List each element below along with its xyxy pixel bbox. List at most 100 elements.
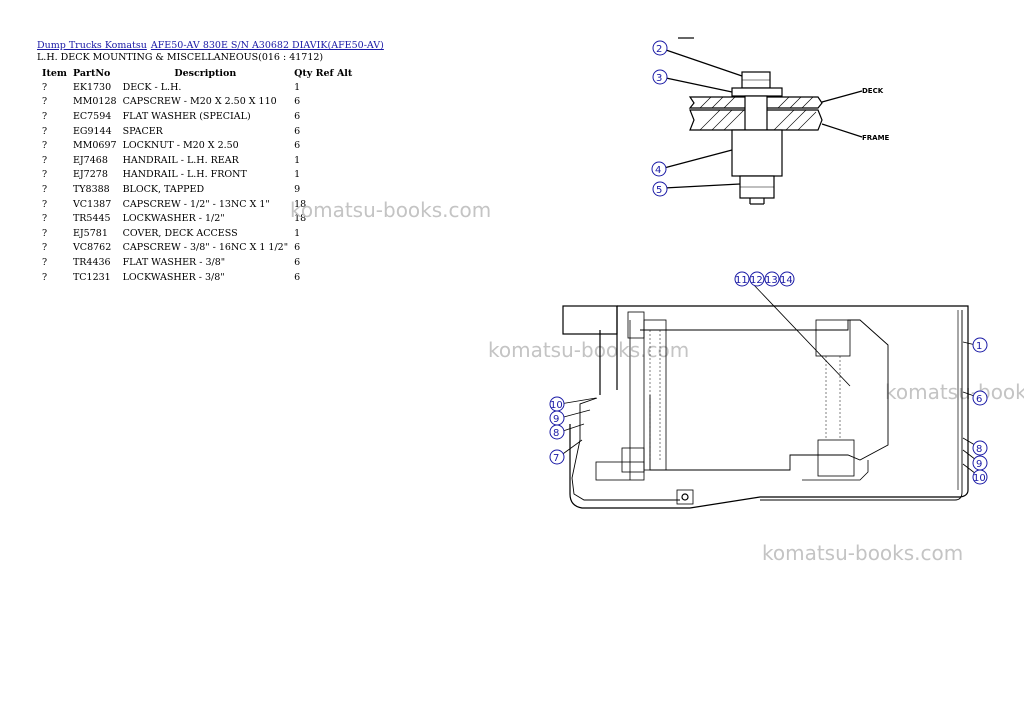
table-row: ? TR4436 FLAT WASHER - 3/8" 6 xyxy=(37,255,355,270)
cell-partno: VC1387 xyxy=(72,198,112,210)
cell-item: ? xyxy=(42,96,48,108)
cell-description: LOCKNUT - M20 X 2.50 xyxy=(122,140,239,152)
cell-partno: TR4436 xyxy=(72,256,111,268)
table-row: ? EJ7278 HANDRAIL - L.H. FRONT 1 xyxy=(37,168,355,183)
callout-1-right: 1 xyxy=(976,341,982,352)
cell-qty: 1 xyxy=(294,154,301,166)
cell-qty: 6 xyxy=(294,242,301,254)
callouts xyxy=(549,40,988,485)
breadcrumb-link-model[interactable]: AFE50-AV 830E S/N A30682 DIAVIK(AFE50-AV… xyxy=(150,40,384,51)
cell-item: ? xyxy=(42,213,48,225)
cell-description: CAPSCREW - M20 X 2.50 X 110 xyxy=(122,96,277,108)
cell-description: HANDRAIL - L.H. REAR xyxy=(122,154,239,166)
cell-description: FLAT WASHER - 3/8" xyxy=(122,256,226,268)
breadcrumb-link-dump-trucks[interactable]: Dump Trucks Komatsu xyxy=(37,40,147,51)
table-row: ? MM0128 CAPSCREW - M20 X 2.50 X 110 6 xyxy=(37,95,355,110)
callout-3: 3 xyxy=(656,73,662,84)
cell-item: ? xyxy=(42,140,48,152)
cell-item: ? xyxy=(42,183,48,195)
cell-item: ? xyxy=(42,169,48,181)
cell-partno: EG9144 xyxy=(72,125,112,137)
page-title: L.H. DECK MOUNTING & MISCELLANEOUS(016 :… xyxy=(37,52,324,63)
cell-qty: 18 xyxy=(294,213,307,225)
cell-description: HANDRAIL - L.H. FRONT xyxy=(122,169,247,181)
table-row: ? TR5445 LOCKWASHER - 1/2" 18 xyxy=(37,211,355,226)
cell-item: ? xyxy=(42,154,48,166)
cell-description: FLAT WASHER (SPECIAL) xyxy=(122,110,251,122)
callout-13: 13 xyxy=(765,275,778,286)
cell-item: ? xyxy=(42,227,48,239)
cell-item: ? xyxy=(42,110,48,122)
cell-partno: TC1231 xyxy=(72,271,111,283)
callout-14: 14 xyxy=(780,275,793,286)
callout-10-left: 10 xyxy=(550,400,563,411)
cell-item: ? xyxy=(42,271,48,283)
cell-partno: MM0128 xyxy=(72,96,117,108)
cell-qty: 6 xyxy=(294,256,301,268)
cell-qty: 6 xyxy=(294,110,301,122)
cell-qty: 18 xyxy=(294,198,307,210)
label-deck: DECK xyxy=(862,87,884,95)
callout-5: 5 xyxy=(656,185,662,196)
cell-description: SPACER xyxy=(122,125,163,137)
cell-description: CAPSCREW - 1/2" - 13NC X 1" xyxy=(122,198,270,210)
column-header-qty: Qty Ref Alt xyxy=(294,67,353,79)
callout-8-left: 8 xyxy=(553,428,559,439)
table-row: ? EJ7468 HANDRAIL - L.H. REAR 1 xyxy=(37,153,355,168)
callout-6-right: 6 xyxy=(976,394,982,405)
cell-description: DECK - L.H. xyxy=(122,81,182,93)
callout-8-right: 8 xyxy=(976,444,982,455)
column-header-description: Description xyxy=(174,67,237,79)
column-header-partno: PartNo xyxy=(72,67,111,79)
cell-item: ? xyxy=(42,242,48,254)
table-row: ? EC7594 FLAT WASHER (SPECIAL) 6 xyxy=(37,109,355,124)
cell-partno: EJ7278 xyxy=(72,169,108,181)
fastener-detail xyxy=(663,37,863,205)
table-row: ? MM0697 LOCKNUT - M20 X 2.50 6 xyxy=(37,138,355,153)
cell-partno: EJ5781 xyxy=(72,227,108,239)
callout-4: 4 xyxy=(655,165,661,176)
watermark: komatsu-books.com xyxy=(762,541,964,565)
cell-partno: TR5445 xyxy=(72,213,111,225)
parts-table: Item PartNo Description Qty Ref Alt ?EK1… xyxy=(37,66,355,284)
table-row: ? VC8762 CAPSCREW - 3/8" - 16NC X 1 1/2" 6 xyxy=(37,241,355,256)
deck-plan-view xyxy=(559,282,981,509)
watermark: komatsu-books.com xyxy=(488,338,690,362)
callout-9-left: 9 xyxy=(553,414,559,425)
cell-qty: 1 xyxy=(294,169,301,181)
callout-2: 2 xyxy=(656,44,662,55)
cell-description: COVER, DECK ACCESS xyxy=(122,227,238,239)
table-header-row: Item PartNo Description Qty Ref Alt xyxy=(37,66,355,80)
callout-9-right: 9 xyxy=(976,459,982,470)
cell-description: LOCKWASHER - 1/2" xyxy=(122,213,225,225)
cell-qty: 6 xyxy=(294,140,301,152)
cell-item: ? xyxy=(42,125,48,137)
cell-item: ? xyxy=(42,198,48,210)
cell-partno: EC7594 xyxy=(72,110,112,122)
callout-7-left: 7 xyxy=(553,453,559,464)
table-row: ? VC1387 CAPSCREW - 1/2" - 13NC X 1" 18 xyxy=(37,197,355,212)
label-frame: FRAME xyxy=(862,134,890,142)
callout-11: 11 xyxy=(735,275,748,286)
callout-10-right: 10 xyxy=(973,473,986,484)
callout-12: 12 xyxy=(750,275,763,286)
cell-partno: MM0697 xyxy=(72,140,117,152)
cell-item: ? xyxy=(42,81,48,93)
cell-partno: EJ7468 xyxy=(72,154,108,166)
cell-qty: 9 xyxy=(294,183,301,195)
watermark: komatsu-books.com xyxy=(290,198,492,222)
cell-description: BLOCK, TAPPED xyxy=(122,183,205,195)
cell-qty: 6 xyxy=(294,96,301,108)
cell-qty: 6 xyxy=(294,271,301,283)
cell-qty: 1 xyxy=(294,81,301,93)
cell-item: ? xyxy=(42,256,48,268)
cell-description: CAPSCREW - 3/8" - 16NC X 1 1/2" xyxy=(122,242,289,254)
cell-partno: VC8762 xyxy=(72,242,112,254)
column-header-item: Item xyxy=(42,67,67,79)
watermark: komatsu-books.com xyxy=(885,380,1024,404)
